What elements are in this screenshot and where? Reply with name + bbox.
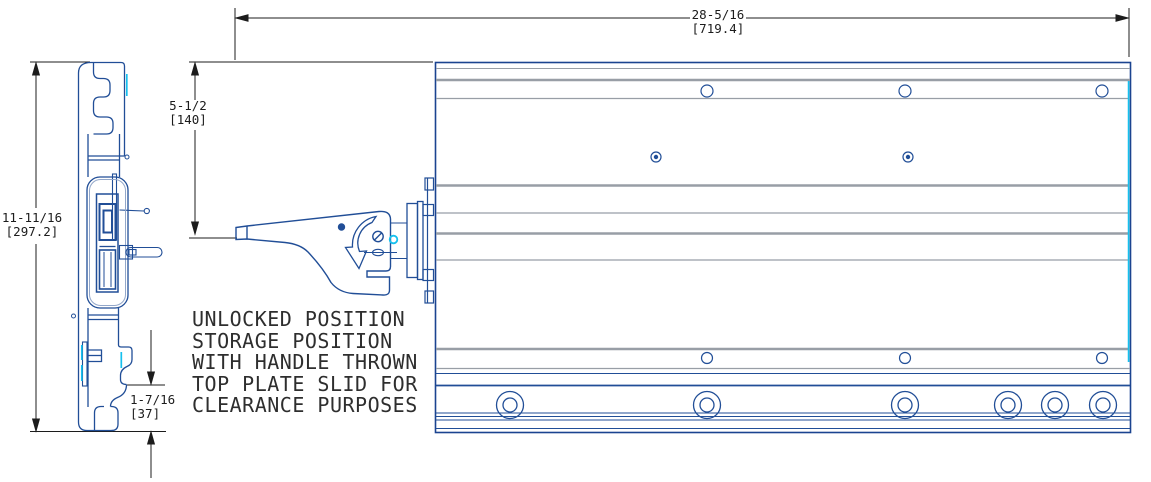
- dim-overall-width-imperial: 28-5/16: [691, 7, 745, 22]
- dim-bottom-offset-metric: [37]: [130, 406, 161, 421]
- note-line-4: TOP PLATE SLID FOR: [192, 371, 418, 396]
- dim-bottom-offset-imperial: 1-7/16: [130, 392, 176, 407]
- pivot-dot: [337, 223, 346, 231]
- dim-overall-height-metric: [297.2]: [5, 224, 59, 239]
- slotted-screw-icon: [371, 248, 385, 257]
- top-hook-fold: [92, 62, 114, 135]
- side-view-rail: [71, 61, 163, 432]
- note-line-3: WITH HANDLE THROWN: [192, 350, 418, 374]
- dim-overall-height-imperial: 11-11/16: [1, 210, 63, 225]
- lower-s-profile: [117, 344, 133, 386]
- dim-handle-offset-lines: [189, 61, 433, 239]
- note-line-1: UNLOCKED POSITION: [192, 307, 406, 331]
- plate-rollers: [495, 390, 1118, 420]
- plate-gray-lines: [436, 67, 1130, 370]
- dimension-lines: [30, 8, 1130, 478]
- rotation-arrow-icon: [344, 215, 378, 270]
- mounting-bracket: [406, 200, 424, 281]
- dim-bottom-offset-lines: [127, 330, 165, 478]
- handle-assembly: [235, 200, 424, 296]
- release-lever: [118, 244, 163, 260]
- dim-overall-height-lines: [30, 61, 166, 433]
- handle-lever-body: [235, 210, 392, 296]
- cyan-pin-highlight: [388, 234, 399, 245]
- latch-housing: [86, 176, 129, 309]
- pin-knob: [143, 207, 150, 215]
- note-line-5: CLEARANCE PURPOSES: [192, 393, 418, 417]
- dim-handle-offset-label: 5-1/2 [140]: [160, 99, 216, 127]
- dim-overall-width-label: 28-5/16 [719.4]: [688, 8, 748, 36]
- drawing-note: UNLOCKED POSITION STORAGE POSITION WITH …: [192, 307, 418, 417]
- top-view-plate: [422, 61, 1132, 434]
- dim-overall-height-label: 11-11/16 [297.2]: [1, 211, 63, 239]
- dim-overall-width-metric: [719.4]: [691, 21, 745, 36]
- note-line-2: STORAGE POSITION: [192, 328, 393, 353]
- plate-holes: [650, 84, 1109, 365]
- dim-bottom-offset-label: 1-7/16 [37]: [130, 393, 175, 421]
- dim-handle-offset-metric: [140]: [169, 112, 207, 127]
- plate-blue-lines: [436, 373, 1130, 429]
- screw-head-icon: [372, 230, 384, 243]
- dim-handle-offset-imperial: 5-1/2: [169, 98, 207, 113]
- plate-left-tabs: [422, 177, 435, 304]
- side-view-cyan-highlights: [80, 74, 128, 381]
- bottom-hook-fold: [110, 405, 119, 432]
- dim-overall-width-lines: [234, 8, 1130, 60]
